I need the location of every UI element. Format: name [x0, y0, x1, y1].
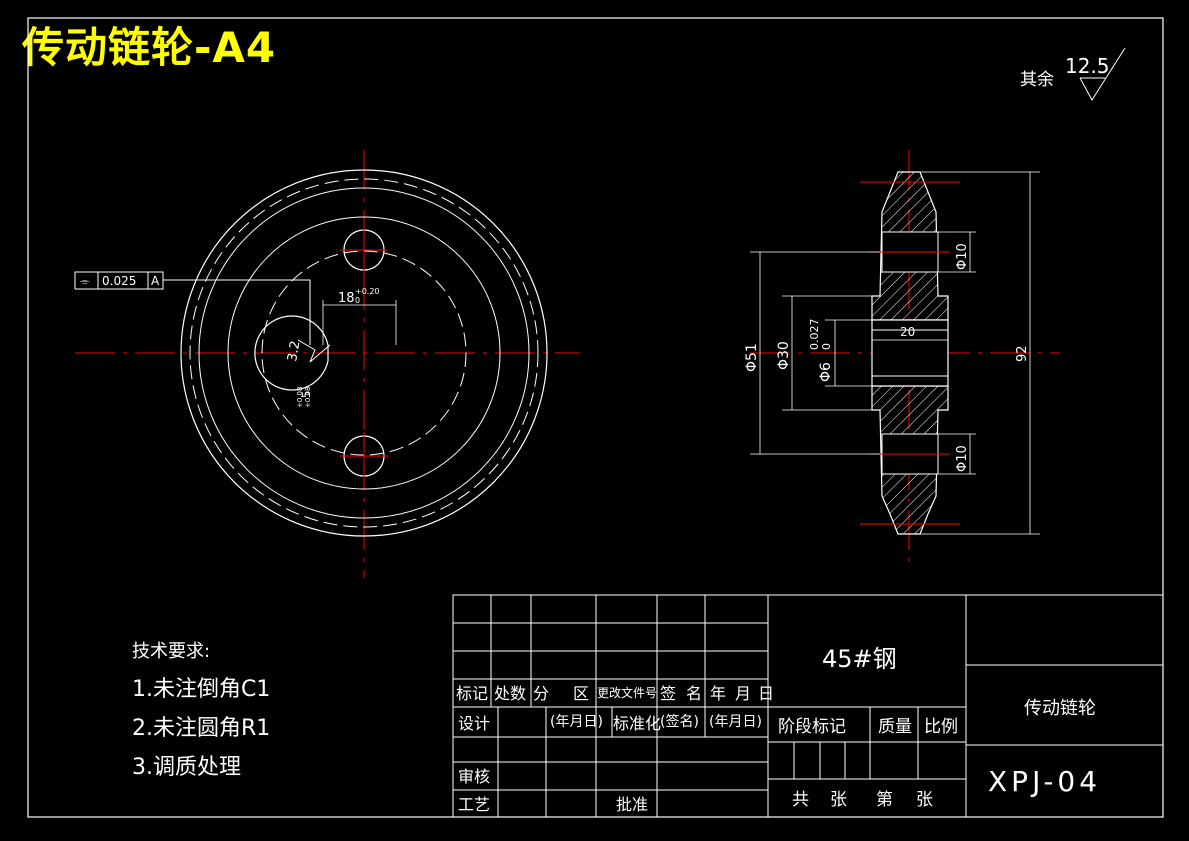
tech-item-3: 3.调质处理 [132, 755, 241, 780]
cell-approve: 批准 [616, 795, 648, 814]
keyway-depth-tol-upper: +0.08 [296, 387, 304, 408]
rev-header-count: 处数 [494, 684, 526, 703]
drawing-title: 传动链轮-A4 [22, 23, 277, 72]
dim-bore-tol-lower: 0 [820, 343, 833, 350]
rev-header-day: 日 [758, 684, 774, 703]
dim-bore-tol-upper: 0.027 [808, 319, 821, 351]
cell-ymd-2: (年月日) [709, 714, 762, 730]
bore-section [871, 319, 949, 387]
bore-with-keyway [254, 315, 329, 391]
drawing-number: XPJ-04 [988, 765, 1101, 798]
dim-hub-width: 20 [900, 325, 915, 339]
scale-label: 比例 [924, 717, 958, 737]
tech-item-1: 1.未注倒角C1 [132, 677, 270, 702]
row-design: 设计 [458, 714, 490, 733]
rev-header-year: 年 [710, 684, 726, 703]
cell-standard: 标准化 [613, 714, 661, 733]
title-block-text: 45#钢 传动链轮 XPJ-04 标记 处数 分 区 更改文件号 签 名 年 月… [456, 645, 1101, 814]
keyway-depth-dim: 5 [300, 391, 313, 398]
tech-item-2: 2.未注圆角R1 [132, 716, 270, 741]
datum-label: A [151, 274, 160, 288]
surface-finish-value: 12.5 [1065, 54, 1110, 78]
tech-requirements: 技术要求: 1.未注倒角C1 2.未注圆角R1 3.调质处理 [132, 641, 270, 780]
tolerance-value: 0.025 [102, 274, 136, 288]
outer-tip-circle [180, 169, 548, 537]
material: 45#钢 [822, 645, 897, 673]
tech-heading: 技术要求: [132, 641, 210, 662]
dim-hole-bottom: Φ10 [955, 445, 970, 472]
root-circle [198, 187, 530, 519]
cell-sign: (签名) [660, 713, 699, 730]
dim-hub: Φ30 [776, 341, 792, 370]
keyway-width-dim: 18 [338, 291, 355, 306]
dim-flange: Φ51 [744, 343, 760, 372]
rev-header-split: 分 [533, 684, 549, 703]
sheets-unit-2: 张 [916, 790, 933, 810]
rev-header-sign2: 名 [686, 684, 702, 703]
surface-finish-symbol: 其余 12.5 [1020, 47, 1126, 101]
keyway-tol-upper: +0.20 [355, 287, 380, 296]
sheets-total: 共 [792, 790, 809, 810]
pitch-circle [189, 178, 539, 528]
dim-hole-top: Φ10 [955, 243, 970, 270]
sheet-no: 第 [876, 790, 893, 810]
dim-outer: 92 [1015, 345, 1030, 362]
row-review: 审核 [458, 767, 490, 786]
rev-header-doc: 更改文件号 [597, 685, 657, 700]
cell-ymd-1: (年月日) [550, 714, 603, 730]
section-view: 92 Φ10 Φ10 20 Φ51 Φ30 Φ6 0.027 0 [744, 150, 1060, 566]
hub-circle [227, 216, 501, 490]
rev-header-zone: 区 [573, 684, 589, 703]
mass-label: 质量 [878, 717, 912, 737]
title-block [452, 594, 1164, 818]
row-process: 工艺 [458, 795, 490, 814]
stage-label: 阶段标记 [778, 717, 846, 737]
dim-bore: Φ6 [818, 362, 834, 382]
sheets-unit-1: 张 [830, 790, 847, 810]
part-name: 传动链轮 [1024, 698, 1096, 719]
bolt-circle [261, 250, 467, 456]
keyway-depth-tol-lower: +0.08 [304, 387, 312, 408]
rev-header-month: 月 [735, 684, 751, 703]
roughness-value: 3.2 [285, 340, 303, 363]
flatness-symbol: ⌯ [80, 274, 90, 288]
rev-header-mark: 标记 [456, 684, 488, 703]
rev-header-sign1: 签 [660, 684, 676, 703]
surface-finish-label: 其余 [1020, 70, 1054, 90]
keyway-tol-lower: 0 [355, 296, 360, 305]
front-view: 18 +0.20 0 ⌯ 0.025 A 3.2 5 +0.08 +0.08 [74, 150, 580, 578]
